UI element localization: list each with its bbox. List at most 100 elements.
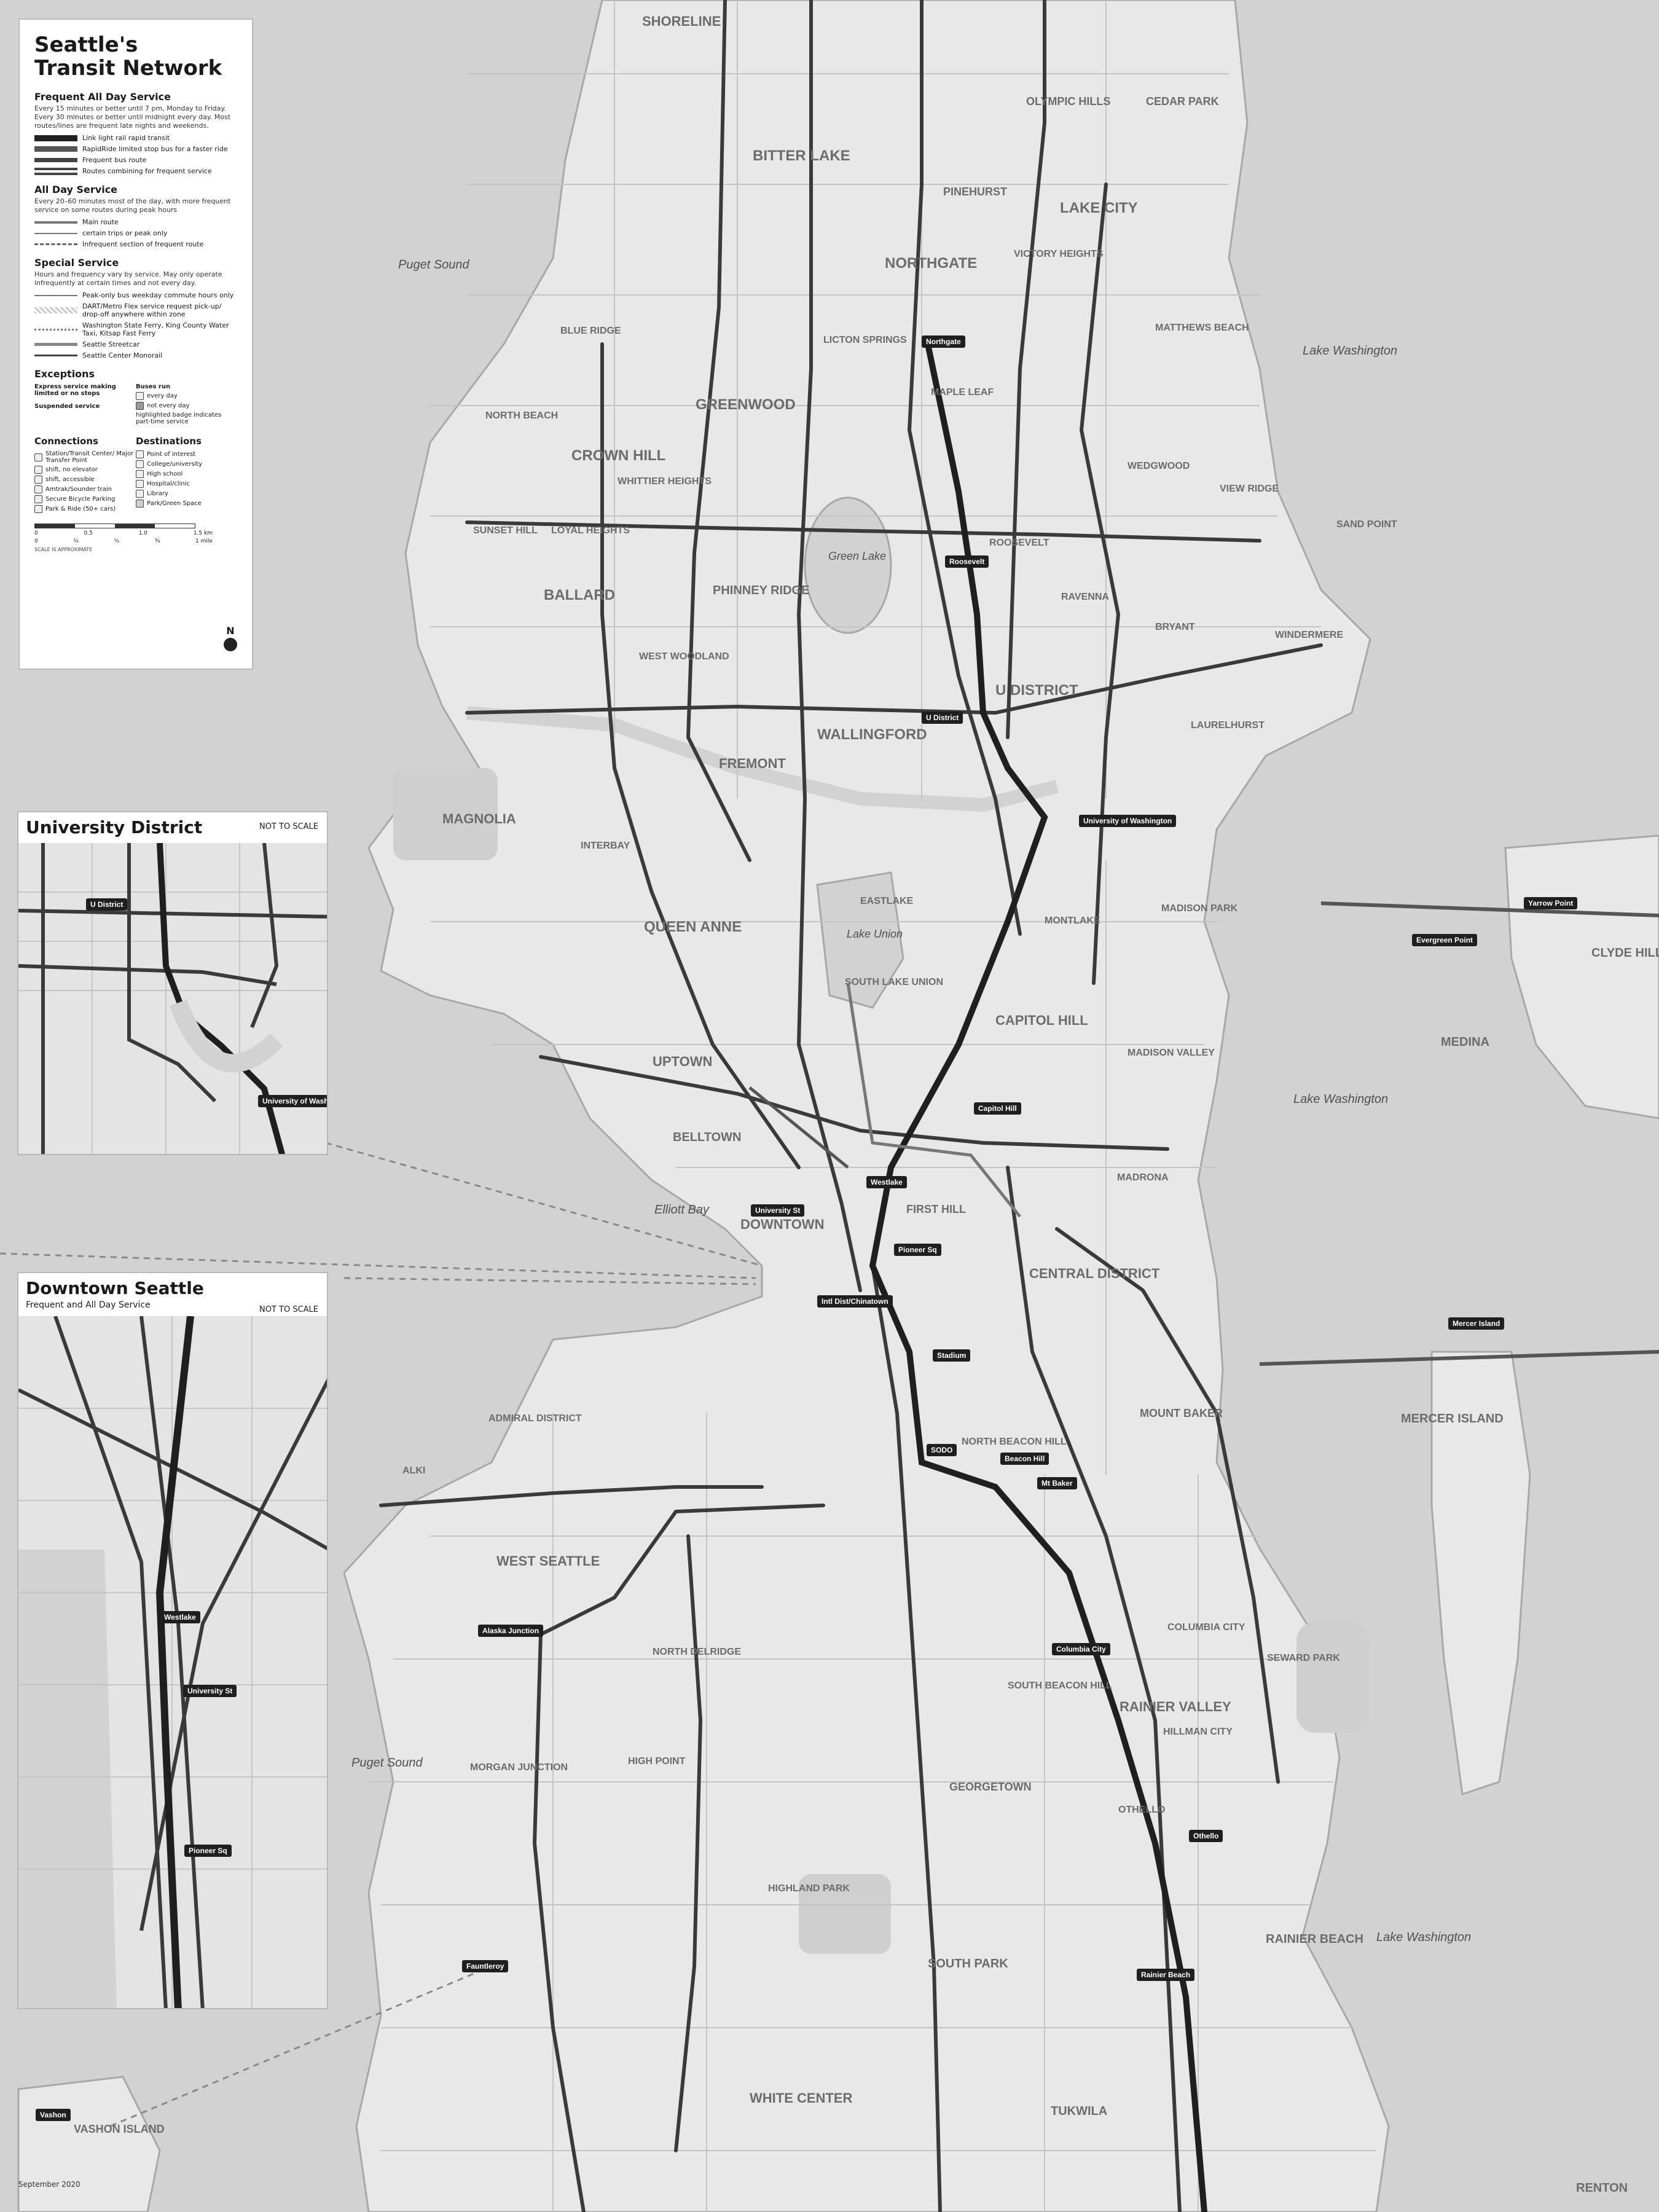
- dt-inset-station-university-st[interactable]: University St: [183, 1685, 237, 1697]
- station-westlake[interactable]: Westlake: [866, 1176, 907, 1188]
- green-lake: [804, 496, 892, 634]
- dt-inset-not-to-scale: NOT TO SCALE: [259, 1305, 318, 1314]
- bus-routes: [379, 0, 1323, 2212]
- dt-inset-station-pioneer-sq[interactable]: Pioneer Sq: [184, 1845, 232, 1857]
- park-ride-icon: [34, 505, 42, 513]
- connection-no-elevator-label: shift, no elevator: [45, 466, 98, 473]
- label-seward-park: SEWARD PARK: [1267, 1653, 1340, 1663]
- label-white-center: WHITE CENTER: [750, 2090, 853, 2106]
- station-pioneer-sq[interactable]: Pioneer Sq: [894, 1244, 941, 1256]
- train-icon: [34, 485, 42, 493]
- label-lake-washington-north: Lake Washington: [1303, 344, 1398, 358]
- label-view-ridge: VIEW RIDGE: [1220, 484, 1279, 494]
- monorail-label: Seattle Center Monorail: [82, 351, 163, 359]
- label-west-seattle: WEST SEATTLE: [496, 1553, 600, 1569]
- station-othello[interactable]: Othello: [1189, 1830, 1223, 1842]
- label-georgetown: GEORGETOWN: [949, 1781, 1032, 1793]
- mercer-island-land: [1430, 1351, 1531, 1795]
- north-arrow: N: [224, 625, 237, 651]
- label-first-hill: FIRST HILL: [906, 1203, 966, 1215]
- label-fremont: FREMONT: [719, 756, 786, 771]
- label-lake-union: Lake Union: [847, 928, 903, 940]
- downtown-seattle-inset[interactable]: Downtown Seattle Frequent and All Day Se…: [17, 1272, 328, 2009]
- ud-inset-svg: [18, 843, 327, 1154]
- buses-run-title: Buses run: [136, 383, 171, 390]
- combining-swatch: [34, 167, 77, 175]
- connection-station-label: Station/Transit Center/ Major Transfer P…: [45, 450, 134, 464]
- dest-college-label: College/university: [147, 461, 203, 468]
- station-stadium[interactable]: Stadium: [933, 1349, 971, 1362]
- infrequent-label: Infrequent section of frequent route: [82, 240, 204, 248]
- label-maple-leaf: MAPLE LEAF: [931, 387, 994, 398]
- ud-inset-not-to-scale: NOT TO SCALE: [259, 822, 318, 831]
- station-northgate[interactable]: Northgate: [922, 335, 965, 348]
- express-label: Express service making limited or no sto…: [34, 383, 116, 397]
- label-north-beach: NORTH BEACH: [485, 410, 559, 421]
- station-capitol-hill[interactable]: Capitol Hill: [974, 1102, 1021, 1115]
- map-date: September 2020: [18, 2180, 80, 2189]
- library-icon: [136, 490, 144, 498]
- ud-inset-station-uw[interactable]: University of Washington: [258, 1095, 327, 1107]
- destinations-title: Destinations: [136, 436, 202, 447]
- high-school-icon: [136, 470, 144, 478]
- label-puget-sound-south: Puget Sound: [351, 1756, 423, 1770]
- station-mercer-island[interactable]: Mercer Island: [1448, 1317, 1505, 1330]
- scale-label: 1.0: [138, 530, 148, 536]
- label-laurelhurst: LAURELHURST: [1191, 720, 1265, 731]
- label-loyal-heights: LOYAL HEIGHTS: [551, 525, 630, 536]
- scale-labels: 0 0.5 1.0 1.5 km: [34, 530, 213, 536]
- dt-inset-station-westlake[interactable]: Westlake: [160, 1611, 200, 1623]
- station-university-of-washington[interactable]: University of Washington: [1079, 815, 1177, 827]
- university-district-inset[interactable]: University District NOT TO SCALE U Distr…: [17, 811, 328, 1155]
- station-roosevelt[interactable]: Roosevelt: [945, 555, 989, 568]
- light-rail-label: Link light rail rapid transit: [82, 134, 170, 142]
- streetcar: [846, 982, 1021, 1218]
- label-downtown: DOWNTOWN: [740, 1217, 825, 1232]
- label-north-beacon-hill: NORTH BEACON HILL: [962, 1437, 1067, 1447]
- every-day-label: every day: [147, 393, 178, 399]
- label-south-lake-union: SOUTH LAKE UNION: [845, 977, 943, 987]
- station-yarrow-point[interactable]: Yarrow Point: [1524, 897, 1578, 909]
- connection-accessible-label: shift, accessible: [45, 476, 95, 483]
- station-beacon-hill[interactable]: Beacon Hill: [1000, 1453, 1049, 1465]
- point-of-interest-icon: [136, 450, 144, 458]
- label-green-lake: Green Lake: [828, 550, 887, 562]
- label-olympic-hills: OLYMPIC HILLS: [1026, 95, 1111, 108]
- station-columbia-city[interactable]: Columbia City: [1052, 1643, 1110, 1655]
- rapidride-swatch: [34, 146, 77, 152]
- main-route-swatch: [34, 221, 77, 224]
- label-mercer-island: MERCER ISLAND: [1401, 1412, 1504, 1426]
- label-whittier-heights: WHITTIER HEIGHTS: [618, 476, 712, 487]
- station-sodo[interactable]: SODO: [927, 1444, 957, 1456]
- ud-inset-station-u-district[interactable]: U District: [86, 898, 128, 911]
- station-rainier-beach[interactable]: Rainier Beach: [1137, 1969, 1195, 1981]
- map-legend: Seattle's Transit Network Frequent All D…: [18, 18, 253, 670]
- every-day-badge: [136, 392, 144, 400]
- scale-bar: [34, 524, 195, 528]
- dest-high-school-label: High school: [147, 471, 183, 477]
- station-mt-baker[interactable]: Mt Baker: [1037, 1477, 1077, 1489]
- label-licton-springs: LICTON SPRINGS: [823, 335, 907, 345]
- station-u-district[interactable]: U District: [922, 712, 963, 724]
- legend-connections-destinations: Connections Station/Transit Center/ Majo…: [34, 436, 237, 515]
- label-victory-heights: VICTORY HEIGHTS: [1014, 249, 1104, 259]
- station-vashon[interactable]: Vashon: [36, 2109, 71, 2121]
- label-shoreline: SHORELINE: [642, 14, 721, 29]
- connection-bike-label: Secure Bicycle Parking: [45, 496, 116, 503]
- station-evergreen-point[interactable]: Evergreen Point: [1412, 934, 1478, 946]
- ud-inset-map: U District University of Washington: [18, 843, 327, 1154]
- station-university-st[interactable]: University St: [751, 1204, 805, 1217]
- label-clyde-hill: CLYDE HILL: [1591, 946, 1659, 960]
- station-alaska-junction[interactable]: Alaska Junction: [478, 1625, 544, 1637]
- scale-note: SCALE IS APPROXIMATE: [34, 547, 93, 552]
- ferry-swatch: [34, 328, 77, 331]
- scale-label: 0: [34, 530, 38, 536]
- station-intl-dist-chinatown[interactable]: Intl Dist/Chinatown: [817, 1295, 893, 1308]
- label-south-park: SOUTH PARK: [928, 1957, 1008, 1971]
- special-title: Special Service: [34, 257, 119, 269]
- station-fauntleroy[interactable]: Fauntleroy: [462, 1960, 509, 1972]
- not-every-day-badge: [136, 402, 144, 410]
- label-high-point: HIGH POINT: [628, 1756, 686, 1767]
- legend-frequent-section: Frequent All Day Service Every 15 minute…: [34, 91, 237, 175]
- label-eastlake: EASTLAKE: [860, 896, 914, 906]
